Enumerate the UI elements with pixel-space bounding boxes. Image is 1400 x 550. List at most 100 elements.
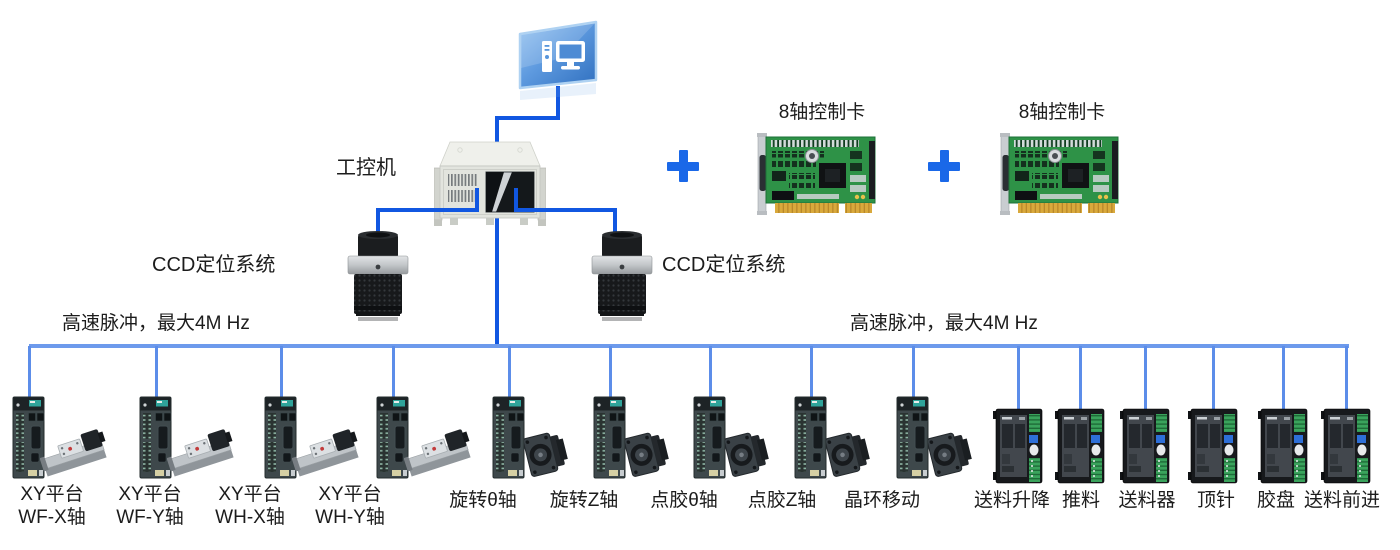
plus-icon [928, 150, 960, 182]
device-stepper [993, 408, 1045, 486]
bus-drop-line [810, 346, 813, 400]
bus-drop-line [709, 346, 712, 400]
bus-drop-line [1079, 346, 1082, 412]
device-label: 送料升降 [974, 489, 1050, 512]
stepper-driver-icon [1055, 408, 1105, 484]
device-label-line: WH-X轴 [215, 507, 285, 528]
device-servo-stage [12, 396, 107, 480]
control-card-icon [757, 133, 884, 220]
device-label: 旋转Z轴 [550, 489, 619, 512]
control-card-icon [1000, 133, 1127, 220]
line-ccd-left-down [376, 208, 380, 235]
device-stepper [1321, 408, 1373, 486]
device-label-line: 点胶Z轴 [747, 490, 817, 511]
device-label-line: 旋转Z轴 [549, 490, 619, 511]
bus-drop-line [28, 346, 31, 400]
servo-motor [725, 426, 769, 482]
servo-driver-icon [264, 396, 297, 479]
pulse-bus-line [29, 344, 1349, 348]
device-label-line: 点胶θ轴 [650, 490, 718, 511]
device-label-line: 送料前进 [1303, 490, 1381, 511]
bus-drop-line [508, 346, 511, 400]
servo-driver-icon [693, 396, 726, 479]
industrial-pc [434, 138, 546, 230]
linear-stage-icon [167, 429, 234, 477]
device-servo-stage [376, 396, 471, 480]
device-servo-motor [896, 396, 972, 480]
servo-motor-icon [826, 432, 870, 477]
servo-motor-icon [524, 432, 568, 477]
pulse-note-right: 高速脉冲，最大4M Hz [850, 313, 1038, 334]
card-label-1: 8轴控制卡 [778, 102, 866, 123]
servo-driver-icon [376, 396, 409, 479]
bus-drop-line [392, 346, 395, 400]
line-ipc-to-bus [495, 214, 499, 348]
ccd-camera-icon [586, 228, 658, 324]
line-into-ipc [495, 116, 499, 146]
line-pc-right-down [514, 188, 518, 212]
ccd-camera-icon [342, 228, 414, 324]
linear-stage-icon [292, 429, 359, 477]
device-label-line: 胶盘 [1256, 490, 1296, 511]
device-label: 点胶Z轴 [748, 489, 817, 512]
device-label: 送料前进 [1304, 489, 1380, 512]
device-stepper [1055, 408, 1107, 486]
stepper-driver-icon [1258, 408, 1308, 484]
device-label-line: 推料 [1061, 490, 1101, 511]
bus-drop-line [609, 346, 612, 400]
device-servo-motor [693, 396, 769, 480]
device-label: 旋转θ轴 [449, 489, 517, 512]
ccd-label-left: CCD定位系统 [152, 254, 276, 276]
servo-motor-icon [928, 432, 972, 477]
ccd-label-right: CCD定位系统 [662, 254, 786, 276]
device-label-line: WH-Y轴 [315, 507, 385, 528]
servo-motor [524, 426, 568, 482]
bus-drop-line [912, 346, 915, 400]
device-label-line: 送料器 [1118, 490, 1176, 511]
device-servo-motor [593, 396, 669, 480]
bus-drop-line [1144, 346, 1147, 412]
device-label-line: 晶环移动 [843, 490, 921, 511]
linear-stage-icon [404, 429, 471, 477]
device-label-line: WF-X轴 [18, 507, 86, 528]
card-label-2: 8轴控制卡 [1018, 102, 1106, 123]
device-label-line: XY平台 [318, 484, 382, 505]
device-label: 顶针 [1197, 489, 1235, 512]
servo-driver-icon [794, 396, 827, 479]
line-pc-left-h [376, 208, 479, 212]
servo-motor [826, 426, 870, 482]
bus-drop-line [1345, 346, 1348, 412]
device-label-line: 旋转θ轴 [449, 490, 517, 511]
pulse-note-left: 高速脉冲，最大4M Hz [62, 313, 250, 334]
bus-drop-line [280, 346, 283, 400]
servo-driver-icon [492, 396, 525, 479]
ipc-label: 工控机 [336, 157, 396, 179]
device-label: 点胶θ轴 [650, 489, 718, 512]
device-servo-stage [264, 396, 359, 480]
linear-stage [292, 420, 362, 484]
servo-motor-icon [625, 432, 669, 477]
device-servo-motor [794, 396, 870, 480]
device-label-line: XY平台 [218, 484, 282, 505]
plus-icon [667, 150, 699, 182]
stepper-driver-icon [993, 408, 1043, 484]
device-stepper [1258, 408, 1310, 486]
servo-motor [625, 426, 669, 482]
stepper-driver-icon [1120, 408, 1170, 484]
linear-stage [404, 420, 474, 484]
device-stepper [1120, 408, 1172, 486]
bus-drop-line [1212, 346, 1215, 412]
device-label-line: 顶针 [1196, 490, 1236, 511]
device-label-line: WF-Y轴 [116, 507, 184, 528]
device-servo-motor [492, 396, 568, 480]
servo-driver-icon [896, 396, 929, 479]
servo-driver-icon [139, 396, 172, 479]
stepper-driver-icon [1321, 408, 1371, 484]
line-ccd-right-down [613, 208, 617, 235]
device-label-line: XY平台 [20, 484, 84, 505]
